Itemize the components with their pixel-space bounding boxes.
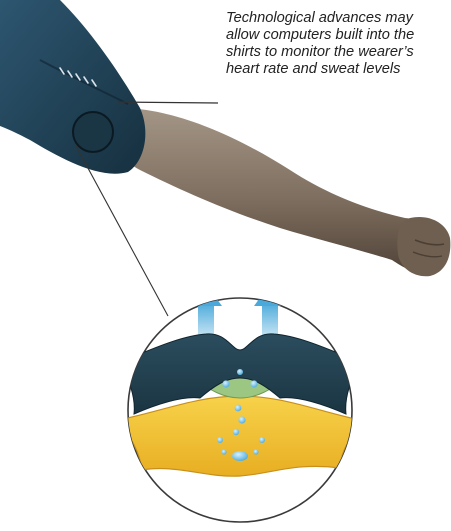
- fist: [397, 217, 450, 276]
- shirt-sleeve: [0, 0, 145, 174]
- annotation-text: Technological advances may allow compute…: [226, 10, 446, 78]
- sensor-patch: [73, 112, 113, 152]
